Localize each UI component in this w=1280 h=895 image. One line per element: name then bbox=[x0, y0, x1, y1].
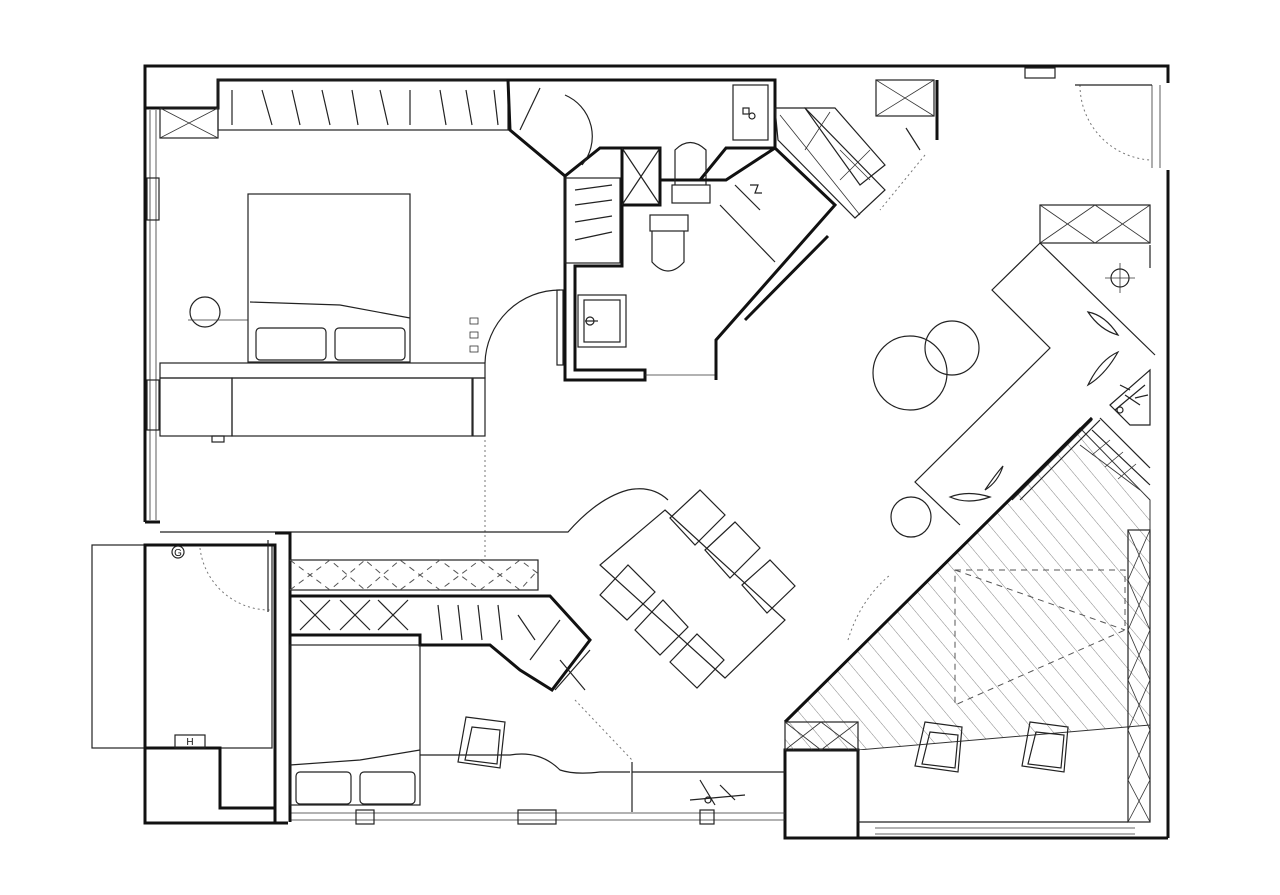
bedroom-top-left bbox=[159, 79, 564, 560]
pendant-light-icon bbox=[1105, 263, 1135, 293]
plant-icon bbox=[1114, 384, 1149, 414]
desk bbox=[159, 377, 486, 443]
bathroom bbox=[563, 141, 838, 382]
bedroom-chair bbox=[457, 716, 506, 769]
door-swing bbox=[484, 289, 564, 366]
laundry-area bbox=[506, 78, 777, 182]
heater-label: H bbox=[186, 737, 193, 748]
living-counter bbox=[872, 204, 1156, 538]
gas-label: G bbox=[174, 548, 182, 559]
plant-bottom-icon bbox=[689, 779, 746, 806]
desk-lamp bbox=[188, 296, 248, 328]
bedroom-bottom-left: H G bbox=[91, 531, 785, 825]
toilet-1 bbox=[671, 141, 711, 204]
sink bbox=[577, 294, 627, 348]
entry bbox=[774, 79, 1152, 219]
bed bbox=[247, 193, 411, 363]
dining-chairs bbox=[599, 489, 796, 689]
windows bbox=[146, 67, 1161, 835]
dining bbox=[160, 488, 796, 689]
wardrobe-hangers bbox=[231, 89, 499, 126]
toilet-2 bbox=[649, 214, 689, 272]
chair-study-2 bbox=[1021, 721, 1069, 773]
counter-hangers bbox=[437, 604, 561, 661]
study bbox=[783, 416, 1151, 825]
bed-bottom bbox=[289, 644, 421, 806]
chair-study-1 bbox=[914, 721, 963, 773]
